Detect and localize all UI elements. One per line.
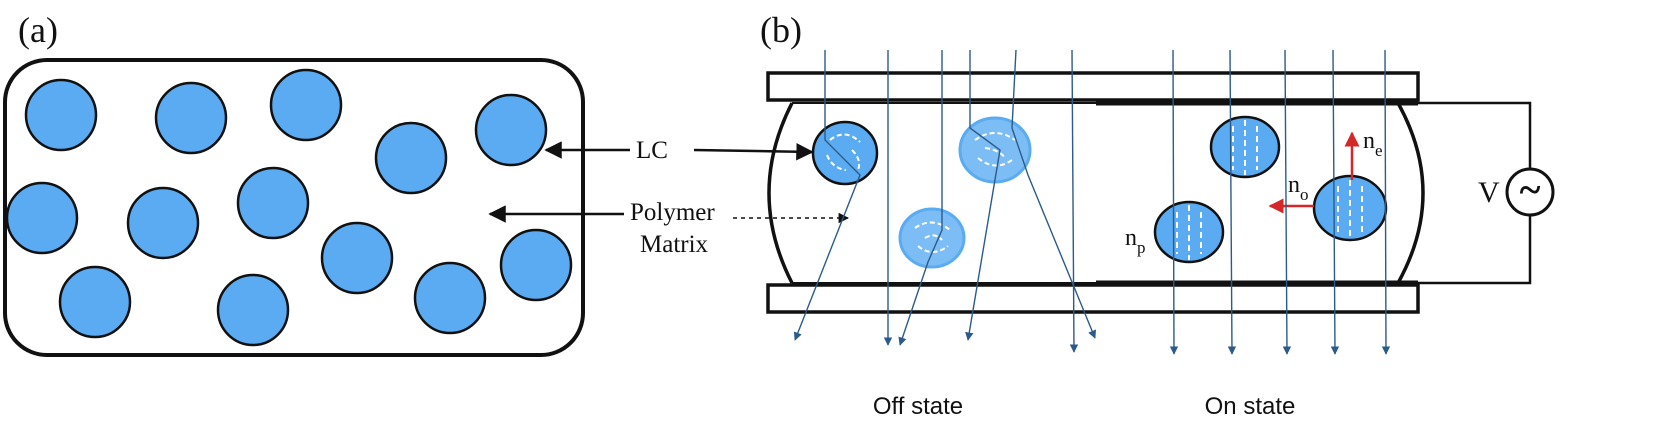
- lc-droplets-panel-a: [5, 68, 573, 347]
- lc-droplet: [5, 181, 79, 255]
- lc-droplet: [216, 273, 290, 347]
- no-label: no: [1288, 172, 1309, 204]
- off-state-caption: Off state: [873, 393, 963, 420]
- bottom-electrode: [766, 283, 1420, 314]
- off-droplet-2-director: [974, 132, 1016, 167]
- polymer-label-line2: Matrix: [640, 231, 709, 258]
- ray-on-1: [1169, 49, 1179, 355]
- top-electrode: [766, 71, 1420, 102]
- ray-on-4: [1330, 49, 1340, 355]
- off-droplet-1-director: [826, 133, 861, 171]
- ray-off-5: [1011, 49, 1097, 339]
- circuit-wire-top: [1418, 101, 1532, 170]
- lc-droplet: [154, 81, 228, 155]
- on-droplet-2: [1153, 200, 1225, 264]
- polymer-label-line1: Polymer: [630, 199, 715, 226]
- ne-label: ne: [1363, 128, 1383, 160]
- off-droplet-1: [811, 120, 879, 186]
- ray-on-5: [1381, 49, 1391, 355]
- lc-label: LC: [636, 137, 668, 164]
- ray-off-4: [965, 50, 1001, 341]
- ac-source: [1505, 167, 1555, 217]
- right-cell-wall: [1396, 102, 1425, 284]
- light-rays: [793, 49, 1391, 355]
- ray-off-6: [1069, 49, 1079, 353]
- off-droplet-3: [898, 207, 966, 269]
- lc-droplet: [474, 93, 548, 167]
- panel-b-label: (b): [760, 10, 802, 50]
- lc-arrow-b: [693, 142, 814, 161]
- ray-off-3: [898, 50, 943, 346]
- ray-on-3: [1282, 49, 1292, 355]
- on-state-caption: On state: [1205, 393, 1296, 420]
- lc-droplet: [58, 265, 132, 339]
- lc-droplet: [24, 78, 98, 152]
- voltage-label: V: [1478, 176, 1500, 209]
- lc-droplet: [126, 186, 200, 260]
- lc-droplet: [320, 221, 394, 295]
- on-state-droplets: [1153, 115, 1388, 264]
- ray-on-2: [1227, 49, 1237, 355]
- lc-droplet: [374, 121, 448, 195]
- ray-off-1: [793, 50, 861, 341]
- off-droplet-3-director: [914, 221, 951, 253]
- circuit-wire-bottom: [1418, 215, 1532, 285]
- lc-droplet: [236, 166, 310, 240]
- off-state-droplets: [811, 116, 1032, 269]
- lc-droplet: [413, 261, 487, 335]
- np-label: np: [1125, 225, 1146, 257]
- ac-symbol: ~: [1520, 167, 1541, 212]
- on-droplet-1: [1209, 115, 1281, 179]
- panel-a-label: (a): [18, 10, 58, 50]
- lc-droplet: [269, 68, 343, 142]
- lc-droplet: [499, 228, 573, 302]
- left-cell-wall: [767, 102, 794, 284]
